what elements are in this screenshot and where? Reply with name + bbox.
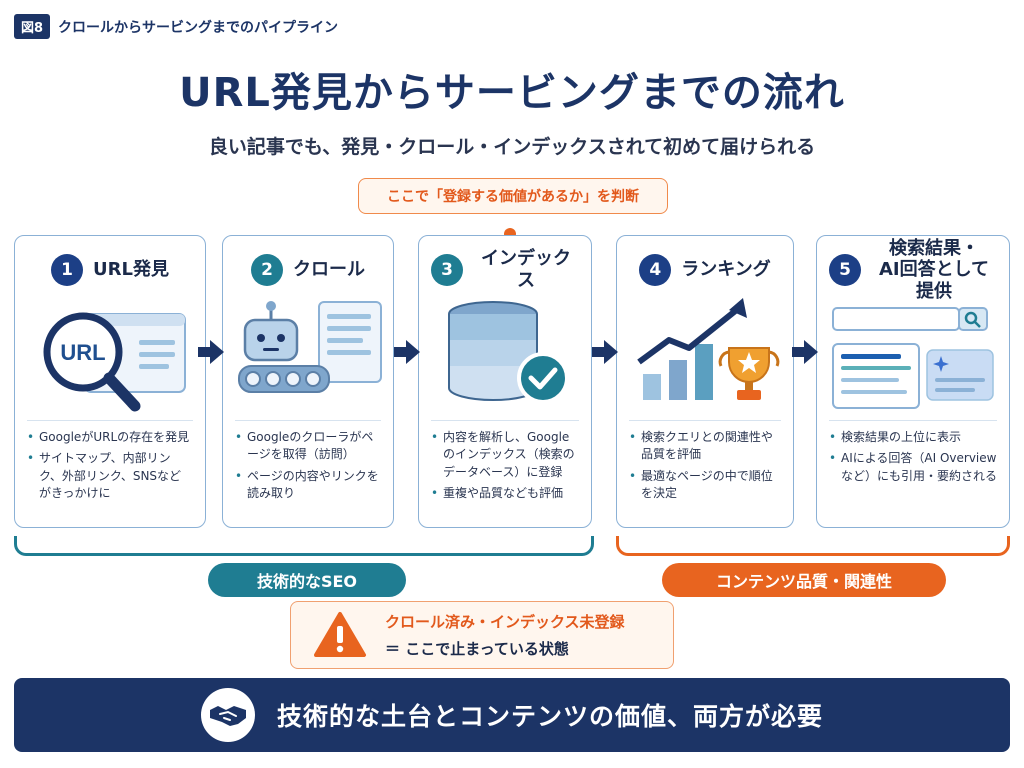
bullet: AIによる回答（AI Overviewなど）にも引用・要約される (829, 450, 997, 485)
page-title: URL発見からサービングまでの流れ (179, 70, 845, 116)
content-quality-label: コンテンツ品質・関連性 (662, 563, 946, 597)
figure-tag: 図8 クロールからサービングまでのパイプライン (14, 14, 338, 39)
step-card-ranking: 4 ランキング 検索クエリとの関連性や品質を評価 最適なページの中で順位を決定 (616, 235, 794, 528)
page-subtitle: 良い記事でも、発見・クロール・インデックスされて初めて届けられる (208, 136, 816, 158)
step-number: 3 (431, 254, 463, 286)
step-title: ランキング (681, 259, 771, 281)
bullet: 内容を解析し、Googleのインデックス（検索のデータベース）に登録 (431, 429, 579, 481)
step-title: クロール (293, 259, 365, 281)
step-card-index: 3 インデックス 内容を解析し、Googleのインデックス（検索のデータベース）… (418, 235, 592, 528)
step-title: 検索結果・ AI回答として提供 (878, 237, 990, 302)
step-number: 5 (829, 254, 861, 286)
database-check-icon (431, 296, 579, 414)
chart-trophy-icon (629, 296, 781, 414)
robot-crawler-icon (235, 296, 382, 414)
step-card-url-discovery: 1 URL発見 URL GoogleがURLの存在を発見 サイトマップ、内部リン… (14, 235, 206, 528)
step-number: 1 (51, 254, 84, 286)
step-bullets: 内容を解析し、Googleのインデックス（検索のデータベース）に登録 重複や品質… (431, 429, 579, 503)
url-illus-label: URL (60, 340, 105, 365)
figure-caption: クロールからサービングまでのパイプライン (58, 19, 339, 36)
flow-arrow-icon (792, 340, 818, 364)
step-number: 2 (251, 254, 283, 286)
bullet: 最適なページの中で順位を決定 (629, 468, 781, 503)
step-card-serving: 5 検索結果・ AI回答として提供 検索結果の上位に表示 AIによる回答（AI … (816, 235, 1010, 528)
bullet: ページの内容やリンクを読み取り (235, 468, 381, 503)
flow-arrow-icon (198, 340, 224, 364)
search-results-icon (829, 296, 997, 414)
conclusion-banner: 技術的な土台とコンテンツの価値、両方が必要 (14, 678, 1010, 752)
magnifier-url-icon: URL (27, 296, 193, 414)
figure-badge: 図8 (14, 14, 51, 39)
conclusion-text: 技術的な土台とコンテンツの価値、両方が必要 (276, 702, 823, 731)
step-card-crawl: 2 クロール Googleのクローラがページを取得（訪問） ページの内容やリンク… (222, 235, 394, 528)
bullet: Googleのクローラがページを取得（訪問） (235, 429, 381, 464)
flow-arrow-icon (592, 340, 618, 364)
decision-callout: ここで「登録する価値があるか」を判断 (358, 178, 668, 214)
technical-seo-label: 技術的なSEO (208, 563, 406, 597)
step-title: URL発見 (93, 259, 169, 281)
bullet: サイトマップ、内部リンク、外部リンク、SNSなどがきっかけに (27, 450, 193, 502)
bullet: 検索クエリとの関連性や品質を評価 (629, 429, 781, 464)
bullet: 重複や品質なども評価 (431, 485, 579, 503)
warning-box: クロール済み・インデックス未登録 ＝ ここで止まっている状態 (290, 601, 674, 669)
step-bullets: Googleのクローラがページを取得（訪問） ページの内容やリンクを読み取り (235, 429, 381, 503)
step-title: インデックス (481, 248, 571, 291)
step-bullets: GoogleがURLの存在を発見 サイトマップ、内部リンク、外部リンク、SNSな… (27, 429, 193, 503)
flow-arrow-icon (394, 340, 420, 364)
handshake-icon (200, 688, 255, 742)
content-quality-brace (616, 536, 1010, 556)
warning-detail: ＝ ここで止まっている状態 (385, 640, 569, 658)
warning-title: クロール済み・インデックス未登録 (385, 613, 625, 631)
step-bullets: 検索結果の上位に表示 AIによる回答（AI Overviewなど）にも引用・要約… (829, 429, 997, 485)
technical-seo-brace (14, 536, 594, 556)
bullet: GoogleがURLの存在を発見 (27, 429, 193, 447)
bullet: 検索結果の上位に表示 (829, 429, 997, 447)
step-number: 4 (639, 254, 672, 286)
warning-triangle-icon (314, 612, 366, 657)
step-bullets: 検索クエリとの関連性や品質を評価 最適なページの中で順位を決定 (629, 429, 781, 503)
